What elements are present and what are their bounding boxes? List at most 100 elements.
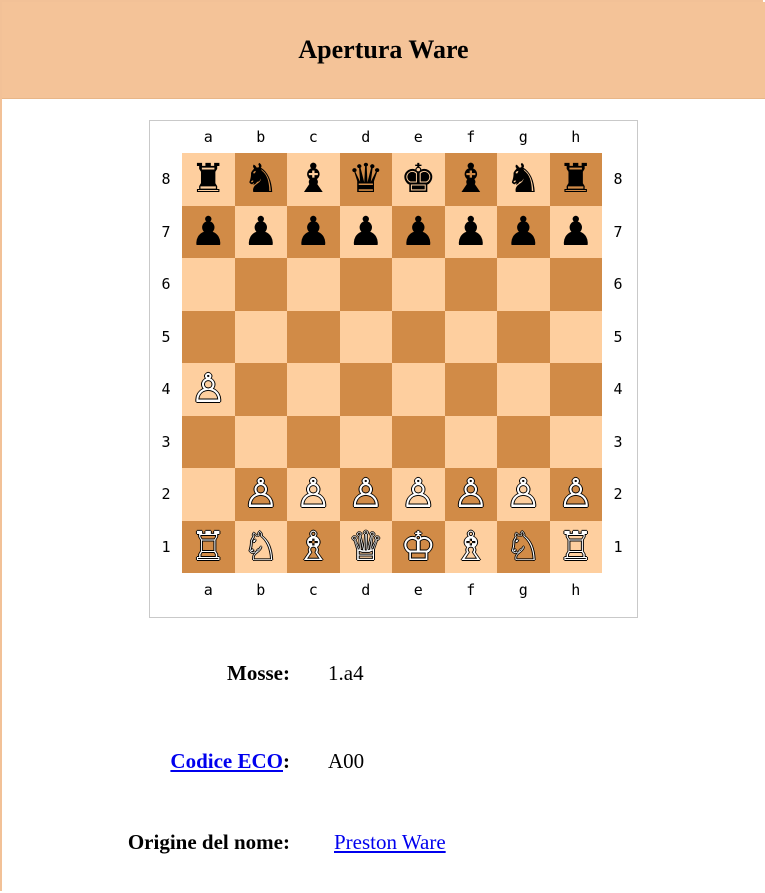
file-label-top: h <box>550 121 603 153</box>
file-label-top: g <box>497 121 550 153</box>
square-b1: ♘ <box>235 521 288 574</box>
square-c3 <box>287 416 340 469</box>
square-e1: ♔ <box>392 521 445 574</box>
chess-piece: ♙ <box>190 369 226 409</box>
file-label-top: f <box>445 121 498 153</box>
eco-colon: : <box>283 749 290 773</box>
rank-label-right: 1 <box>602 521 634 574</box>
eco-link[interactable]: Codice ECO <box>170 749 283 773</box>
rank-label-left: 3 <box>150 416 182 469</box>
square-a1: ♖ <box>182 521 235 574</box>
chess-piece: ♞ <box>243 159 279 199</box>
square-d4 <box>340 363 393 416</box>
square-c8: ♝ <box>287 153 340 206</box>
square-e6 <box>392 258 445 311</box>
square-h1: ♖ <box>550 521 603 574</box>
square-c5 <box>287 311 340 364</box>
square-c1: ♗ <box>287 521 340 574</box>
chess-piece: ♙ <box>505 474 541 514</box>
square-c6 <box>287 258 340 311</box>
chess-piece: ♙ <box>400 474 436 514</box>
square-a5 <box>182 311 235 364</box>
chess-piece: ♝ <box>295 159 331 199</box>
square-g6 <box>497 258 550 311</box>
chess-piece: ♟ <box>558 212 594 252</box>
chess-piece: ♚ <box>400 159 436 199</box>
chess-piece: ♟ <box>400 212 436 252</box>
moves-colon: : <box>283 661 290 685</box>
corner-bottom-left <box>150 573 182 607</box>
square-d5 <box>340 311 393 364</box>
chess-piece: ♗ <box>295 527 331 567</box>
square-b8: ♞ <box>235 153 288 206</box>
origin-value-row: Preston Ware <box>334 830 446 855</box>
eco-value: A00 <box>328 749 364 774</box>
rank-label-right: 6 <box>602 258 634 311</box>
square-b2: ♙ <box>235 468 288 521</box>
square-e4 <box>392 363 445 416</box>
square-f3 <box>445 416 498 469</box>
square-e2: ♙ <box>392 468 445 521</box>
chess-piece: ♟ <box>190 212 226 252</box>
eco-label-row: Codice ECO: <box>110 749 290 774</box>
square-d6 <box>340 258 393 311</box>
square-g2: ♙ <box>497 468 550 521</box>
rank-label-left: 5 <box>150 311 182 364</box>
chess-board-grid: abcdefgh8♜♞♝♛♚♝♞♜87♟♟♟♟♟♟♟♟766554♙4332♙♙… <box>150 121 634 607</box>
square-h8: ♜ <box>550 153 603 206</box>
file-label-top: a <box>182 121 235 153</box>
square-c7: ♟ <box>287 206 340 259</box>
chess-piece: ♖ <box>558 527 594 567</box>
chess-piece: ♟ <box>243 212 279 252</box>
origin-label-row: Origine del nome: <box>40 830 290 855</box>
square-h6 <box>550 258 603 311</box>
origin-link[interactable]: Preston Ware <box>334 830 446 854</box>
chess-piece: ♙ <box>243 474 279 514</box>
corner-top-right <box>602 121 634 153</box>
square-d3 <box>340 416 393 469</box>
square-a8: ♜ <box>182 153 235 206</box>
chess-piece: ♘ <box>243 527 279 567</box>
chess-piece: ♝ <box>453 159 489 199</box>
square-e7: ♟ <box>392 206 445 259</box>
rank-label-left: 6 <box>150 258 182 311</box>
moves-label: Mosse <box>227 661 283 685</box>
square-f8: ♝ <box>445 153 498 206</box>
square-g7: ♟ <box>497 206 550 259</box>
chess-piece: ♖ <box>190 527 226 567</box>
square-b5 <box>235 311 288 364</box>
square-f5 <box>445 311 498 364</box>
file-label-top: e <box>392 121 445 153</box>
square-d1: ♕ <box>340 521 393 574</box>
file-label-bottom: e <box>392 573 445 607</box>
file-label-bottom: h <box>550 573 603 607</box>
file-label-bottom: f <box>445 573 498 607</box>
chess-piece: ♙ <box>558 474 594 514</box>
moves-value: 1.a4 <box>328 661 364 686</box>
origin-label: Origine del nome <box>128 830 283 854</box>
square-d2: ♙ <box>340 468 393 521</box>
origin-colon: : <box>283 830 290 854</box>
square-h7: ♟ <box>550 206 603 259</box>
chess-piece: ♜ <box>190 159 226 199</box>
square-a2 <box>182 468 235 521</box>
chess-piece: ♛ <box>348 159 384 199</box>
page-header: Apertura Ware <box>2 2 765 99</box>
chess-piece: ♙ <box>348 474 384 514</box>
rank-label-left: 1 <box>150 521 182 574</box>
square-f6 <box>445 258 498 311</box>
square-c2: ♙ <box>287 468 340 521</box>
square-a6 <box>182 258 235 311</box>
chess-piece: ♟ <box>348 212 384 252</box>
square-f7: ♟ <box>445 206 498 259</box>
chess-piece: ♙ <box>453 474 489 514</box>
square-e3 <box>392 416 445 469</box>
square-d8: ♛ <box>340 153 393 206</box>
square-f4 <box>445 363 498 416</box>
chess-piece: ♜ <box>558 159 594 199</box>
square-h4 <box>550 363 603 416</box>
rank-label-right: 8 <box>602 153 634 206</box>
chess-piece: ♘ <box>505 527 541 567</box>
rank-label-left: 8 <box>150 153 182 206</box>
file-label-bottom: a <box>182 573 235 607</box>
